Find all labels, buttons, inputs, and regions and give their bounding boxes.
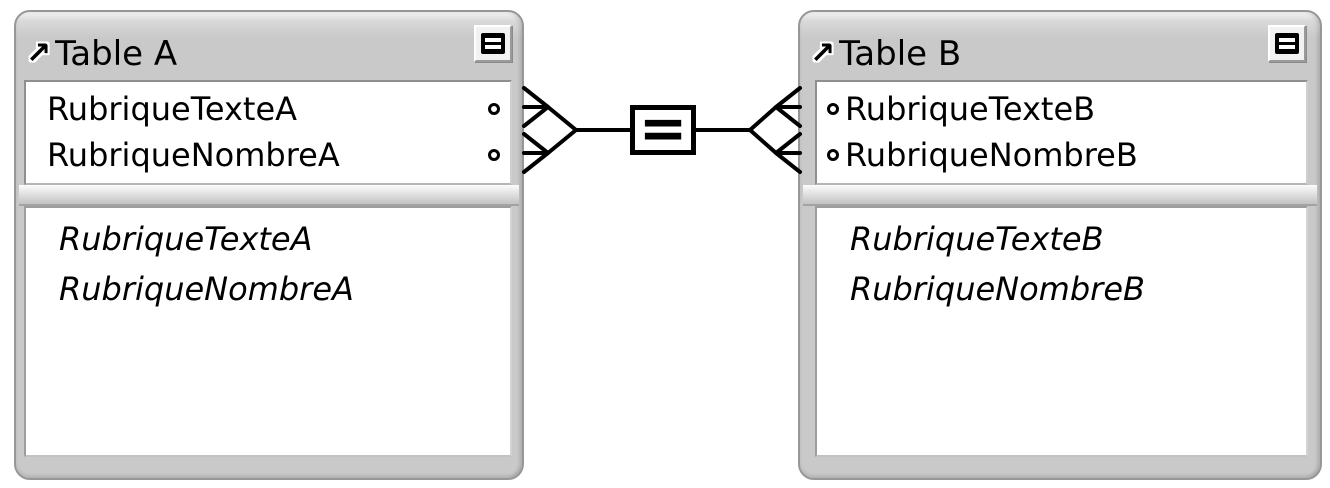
- table-b-title: Table B: [839, 34, 962, 74]
- field-name: RubriqueTexteB: [850, 220, 1104, 258]
- table-a-title: Table A: [55, 34, 178, 74]
- field-row[interactable]: RubriqueTexteA: [26, 86, 510, 132]
- field-name: RubriqueNombreB: [850, 270, 1145, 308]
- join-point-dot: [488, 149, 500, 161]
- field-name: RubriqueNombreB: [845, 136, 1138, 174]
- crow-foot-left-lower: [522, 128, 578, 174]
- field-row[interactable]: RubriqueTexteB: [817, 86, 1306, 132]
- field-list-row[interactable]: RubriqueNombreB: [817, 264, 1306, 314]
- crow-foot-right-lower: [748, 128, 802, 174]
- table-occurrence-b[interactable]: ↗ Table B RubriqueTexteB RubriqueNombreB…: [798, 10, 1322, 480]
- table-a-title-row: ↗ Table A: [26, 36, 177, 72]
- field-row[interactable]: RubriqueNombreB: [817, 132, 1306, 178]
- table-a-header[interactable]: ↗ Table A: [16, 12, 522, 78]
- crow-foot-left-upper: [522, 86, 578, 132]
- table-a-field-list-panel: RubriqueTexteA RubriqueNombreA: [24, 206, 512, 457]
- join-point-dot: [488, 103, 500, 115]
- pane-splitter: [19, 185, 519, 206]
- collapse-fields-icon: [481, 33, 505, 54]
- field-name: RubriqueNombreA: [47, 136, 340, 174]
- join-point-dot: [827, 103, 839, 115]
- collapse-button[interactable]: [1268, 25, 1306, 62]
- field-name: RubriqueTexteA: [47, 90, 298, 128]
- crow-foot-right-upper: [748, 86, 802, 132]
- field-name: RubriqueTexteB: [845, 90, 1096, 128]
- join-point-dot: [827, 149, 839, 161]
- table-occurrence-a[interactable]: ↗ Table A RubriqueTexteA RubriqueNombreA…: [14, 10, 524, 480]
- field-name: RubriqueTexteA: [59, 220, 313, 258]
- table-b-join-fields-panel: RubriqueTexteB RubriqueNombreB: [815, 80, 1308, 185]
- field-list-row[interactable]: RubriqueNombreA: [26, 264, 510, 314]
- table-b-field-list-panel: RubriqueTexteB RubriqueNombreB: [815, 206, 1308, 457]
- table-b-header[interactable]: ↗ Table B: [800, 12, 1320, 78]
- field-name: RubriqueNombreA: [59, 270, 354, 308]
- field-row[interactable]: RubriqueNombreA: [26, 132, 510, 178]
- field-list-row[interactable]: RubriqueTexteA: [26, 214, 510, 264]
- table-source-arrow-icon: ↗: [26, 36, 52, 71]
- collapse-fields-icon: [1275, 33, 1299, 54]
- pane-splitter: [803, 185, 1317, 206]
- table-b-title-row: ↗ Table B: [810, 36, 961, 72]
- collapse-button[interactable]: [474, 25, 512, 62]
- relationship-operator: =: [638, 94, 688, 162]
- field-list-row[interactable]: RubriqueTexteB: [817, 214, 1306, 264]
- table-source-arrow-icon: ↗: [810, 36, 836, 71]
- table-a-join-fields-panel: RubriqueTexteA RubriqueNombreA: [24, 80, 512, 185]
- relationship-operator-box[interactable]: =: [630, 94, 696, 162]
